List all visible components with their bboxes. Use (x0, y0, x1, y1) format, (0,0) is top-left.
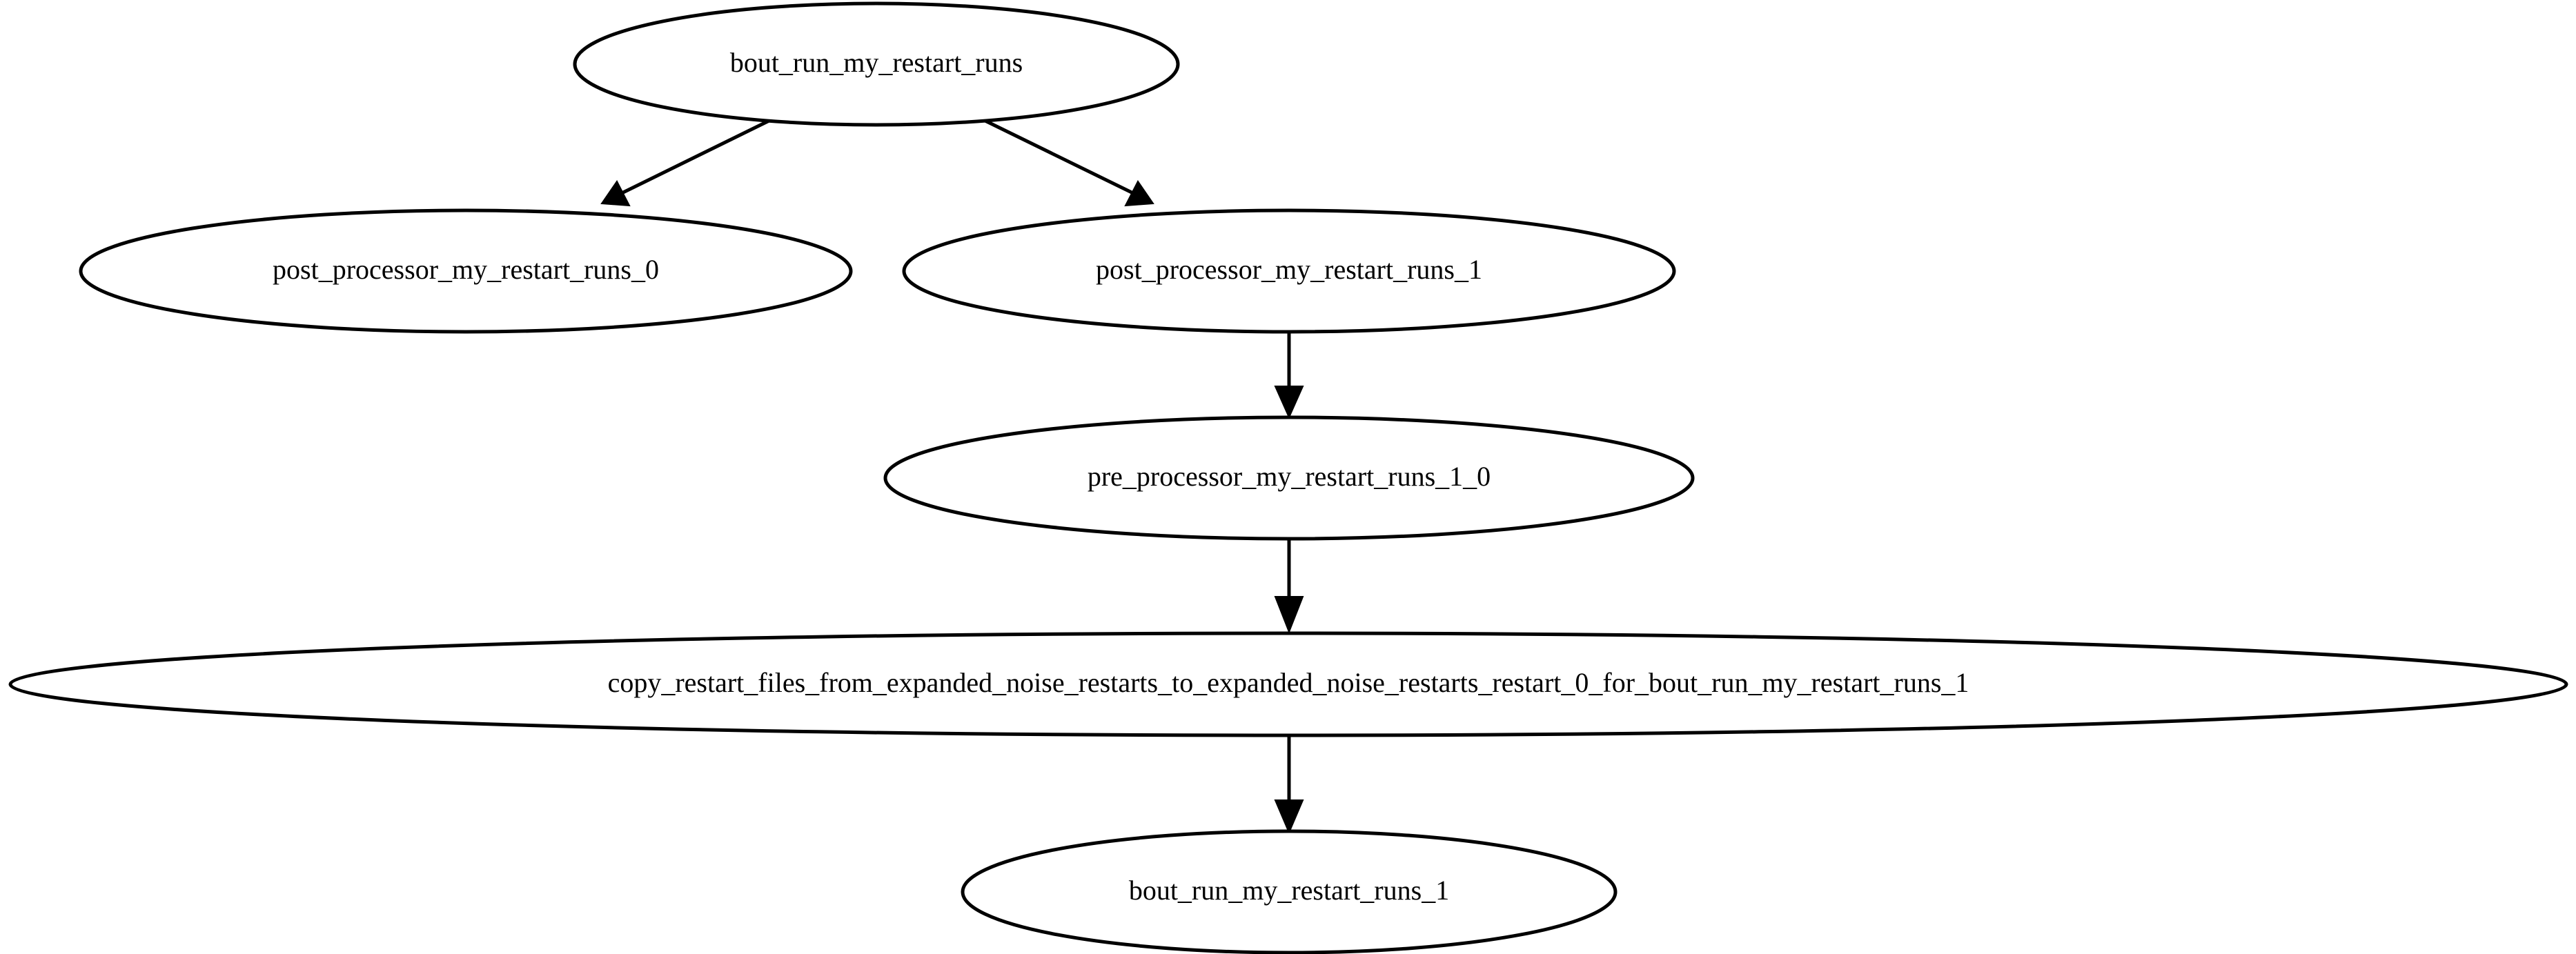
node-ellipse[interactable] (79, 208, 853, 334)
edge-post-processor-1-to-pre-processor (1274, 332, 1304, 419)
node-ellipse[interactable] (902, 208, 1676, 334)
node-copy-restart-files[interactable]: copy_restart_files_from_expanded_noise_r… (8, 631, 2568, 737)
node-ellipse[interactable] (573, 1, 1180, 127)
node-label: bout_run_my_restart_runs_1 (1129, 875, 1449, 906)
edge-line (967, 110, 1133, 195)
edge-line (622, 110, 787, 195)
edge-pre-processor-to-copy-restart-files (1274, 539, 1304, 634)
arrowhead-icon (1124, 180, 1154, 207)
node-bout-run-my-restart-runs-1[interactable]: bout_run_my_restart_runs_1 (961, 829, 1618, 954)
node-label: post_processor_my_restart_runs_0 (273, 254, 659, 285)
node-ellipse[interactable] (8, 631, 2568, 737)
node-pre-processor-my-restart-runs-1-0[interactable]: pre_processor_my_restart_runs_1_0 (883, 415, 1695, 541)
node-label: copy_restart_files_from_expanded_noise_r… (608, 667, 1969, 698)
arrowhead-icon (600, 180, 631, 207)
node-bout-run-my-restart-runs[interactable]: bout_run_my_restart_runs (573, 1, 1180, 127)
edge-root-to-post-processor-1 (967, 110, 1154, 207)
node-label: pre_processor_my_restart_runs_1_0 (1088, 461, 1491, 492)
arrowhead-icon (1274, 386, 1304, 419)
node-label: post_processor_my_restart_runs_1 (1096, 254, 1482, 285)
node-ellipse[interactable] (883, 415, 1695, 541)
edge-copy-restart-files-to-bout-run-1 (1274, 735, 1304, 835)
node-label: bout_run_my_restart_runs (730, 47, 1023, 78)
arrowhead-icon (1274, 799, 1304, 835)
arrowhead-icon (1274, 596, 1304, 634)
edge-root-to-post-processor-0 (600, 110, 787, 207)
node-post-processor-my-restart-runs-0[interactable]: post_processor_my_restart_runs_0 (79, 208, 853, 334)
node-post-processor-my-restart-runs-1[interactable]: post_processor_my_restart_runs_1 (902, 208, 1676, 334)
node-ellipse[interactable] (961, 829, 1618, 954)
